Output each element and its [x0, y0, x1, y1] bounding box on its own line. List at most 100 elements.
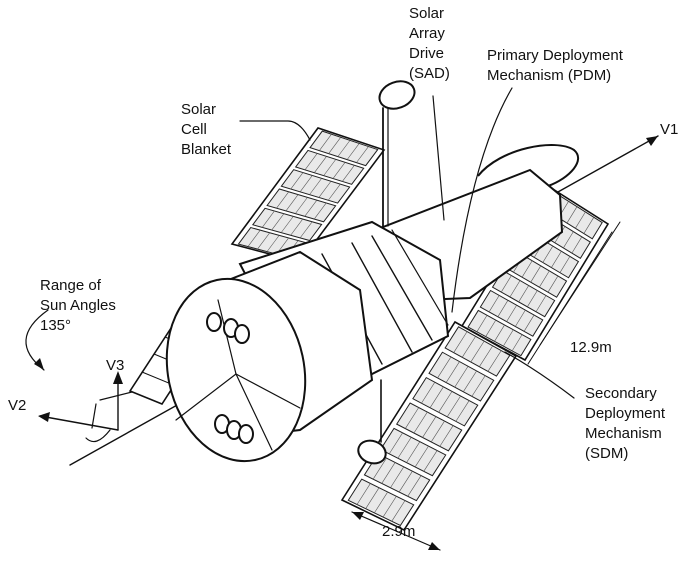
v2-v3-axes	[38, 371, 133, 431]
pdm-line-2: Mechanism (PDM)	[487, 67, 611, 84]
lower-antenna	[357, 379, 387, 465]
solar-cell-hatch	[506, 305, 517, 322]
solar-cell-hatch	[332, 162, 346, 179]
solar-cell-hatch	[290, 172, 304, 190]
rsa-line-3: 135°	[40, 317, 71, 334]
solar-cell-hatch	[566, 206, 578, 224]
sad-line-2: Array	[409, 25, 445, 42]
solar-cell-hatch	[313, 202, 327, 220]
solar-cell-hatch	[407, 475, 422, 497]
solar-cell-hatch	[527, 290, 538, 307]
solar-cell-hatch	[247, 229, 261, 247]
solar-cell-hatch	[453, 331, 468, 353]
sad-line-1: Solar	[409, 5, 444, 22]
solar-cell-hatch	[509, 280, 521, 298]
rsa-line-1: Range of	[40, 277, 102, 294]
solar-cell-hatch	[476, 315, 488, 332]
label-solar-array-drive: Solar Array Drive (SAD)	[409, 5, 450, 82]
solar-cell-hatch	[372, 457, 387, 480]
telescope-body	[165, 144, 580, 463]
solar-cell-hatch	[422, 416, 437, 438]
solar-cell-hatch	[503, 329, 514, 347]
solar-cell-hatch	[266, 235, 280, 252]
scb-line-1: Solar	[181, 101, 216, 118]
sdm-line-3: Mechanism	[585, 425, 662, 442]
solar-cell-hatch	[463, 370, 477, 392]
solar-cell-hatch	[563, 231, 574, 249]
scb-line-3: Blanket	[181, 141, 232, 158]
scb-line-2: Cell	[181, 121, 207, 138]
upper-left-solar-array	[230, 127, 386, 263]
solar-cell-hatch	[356, 146, 369, 163]
solar-cell-hatch	[276, 191, 289, 209]
array-width-dimension	[351, 511, 441, 551]
sdm-line-1: Secondary	[585, 385, 657, 402]
sad-line-4: (SAD)	[409, 65, 450, 82]
solar-cell-hatch	[290, 218, 303, 236]
solar-cell-hatch	[539, 270, 550, 288]
solar-cell-hatch	[521, 260, 533, 278]
label-solar-cell-blanket: Solar Cell Blanket	[181, 101, 232, 158]
solar-cell-hatch	[382, 496, 397, 518]
solar-cell-hatch	[309, 178, 322, 195]
solar-cell-hatch	[535, 295, 547, 312]
solar-cell-hatch	[485, 319, 497, 337]
solar-cell-hatch	[285, 194, 299, 212]
solar-cell-hatch	[571, 236, 583, 254]
solar-cell-hatch	[319, 134, 332, 151]
solar-cell-hatch	[328, 137, 341, 154]
solar-cell-hatch	[501, 275, 512, 293]
solar-cell-hatch	[304, 199, 318, 217]
solar-cell-hatch	[280, 216, 294, 233]
solar-cell-hatch	[318, 181, 332, 198]
solar-cell-hatch	[542, 245, 554, 263]
solar-cell-hatch	[328, 183, 341, 201]
solar-cell-hatch	[406, 441, 421, 463]
solar-cell-hatch	[455, 400, 470, 422]
solar-cell-hatch	[390, 466, 405, 488]
solar-cell-hatch	[438, 391, 453, 413]
solar-cell-hatch	[515, 309, 526, 327]
solar-cell-hatch	[397, 437, 412, 459]
solar-cell-hatch	[356, 483, 371, 505]
solar-cell-hatch	[511, 334, 523, 352]
solar-cell-hatch	[405, 407, 419, 429]
solar-cell-hatch	[271, 213, 285, 231]
label-array-length: 12.9m	[570, 339, 612, 356]
solar-cell-hatch	[388, 432, 403, 455]
sdm-line-4: (SDM)	[585, 445, 628, 462]
label-v3: V3	[106, 357, 124, 374]
solar-cell-hatch	[487, 350, 502, 372]
rsa-line-2: Sun Angles	[40, 297, 116, 314]
solar-cell-hatch	[337, 140, 351, 157]
solar-cell-hatch	[479, 345, 493, 367]
solar-cell-hatch	[445, 361, 460, 383]
solar-cell-hatch	[583, 217, 595, 234]
solar-cell-hatch	[421, 382, 436, 404]
solar-cell-hatch	[488, 295, 500, 313]
solar-cell-hatch	[374, 491, 388, 514]
solar-cell-hatch	[439, 425, 454, 447]
label-v1: V1	[660, 121, 678, 138]
solar-cell-hatch	[323, 159, 337, 176]
lower-right-solar-array	[340, 320, 518, 532]
label-secondary-deployment-mechanism: Secondary Deployment Mechanism (SDM)	[585, 385, 666, 462]
solar-cell-hatch	[413, 411, 428, 434]
label-array-width: 2.9m	[382, 523, 415, 540]
solar-cell-hatch	[547, 275, 559, 293]
solar-cell-hatch	[530, 265, 542, 283]
upper-antenna	[378, 80, 416, 229]
solar-cell-hatch	[346, 143, 360, 160]
solar-cell-hatch	[430, 420, 445, 443]
solar-cell-hatch	[365, 487, 380, 509]
label-range-of-sun-angles: Range of Sun Angles 135°	[40, 277, 116, 334]
solar-cell-hatch	[470, 340, 485, 363]
sad-line-3: Drive	[409, 45, 444, 62]
solar-cell-hatch	[314, 156, 327, 173]
solar-cell-hatch	[523, 314, 535, 332]
solar-cell-hatch	[414, 445, 429, 468]
solar-cell-hatch	[391, 500, 406, 522]
solar-cell-hatch	[446, 395, 461, 418]
solar-cell-hatch	[559, 256, 571, 273]
